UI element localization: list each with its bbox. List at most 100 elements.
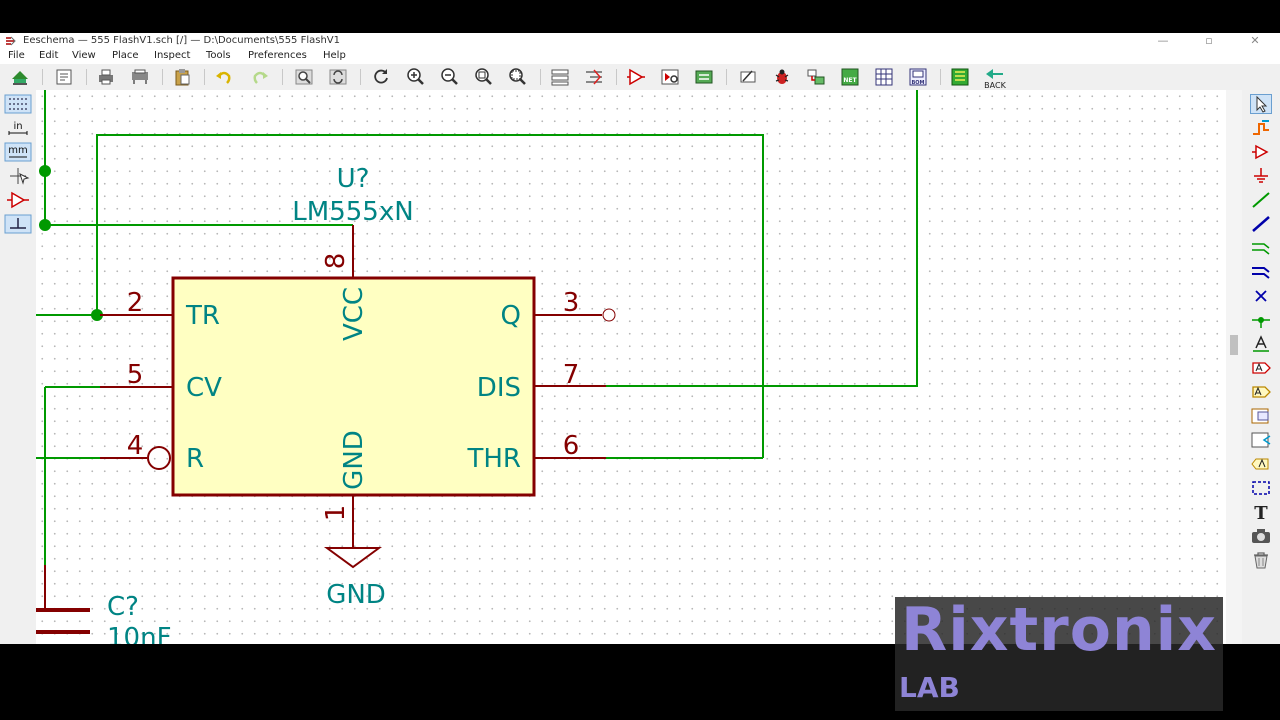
right-toolbar: T [1242, 90, 1280, 644]
gnd-label[interactable]: GND [326, 580, 386, 610]
component-value[interactable]: LM555xN [292, 197, 413, 227]
grid-toggle-icon[interactable] [4, 94, 32, 114]
menu-help[interactable]: Help [323, 50, 346, 61]
add-wire-icon[interactable] [1250, 190, 1272, 210]
import-sheet-pin-icon[interactable] [1250, 430, 1272, 450]
assign-footprints-icon[interactable] [806, 67, 826, 87]
symbol-fields-icon[interactable] [738, 67, 758, 87]
watermark-sub: LAB [899, 671, 960, 704]
add-text-icon[interactable]: T [1250, 502, 1272, 522]
hierarchy-navigator-icon[interactable] [550, 67, 570, 87]
netlist-icon[interactable]: NET [840, 67, 860, 87]
menu-place[interactable]: Place [112, 50, 139, 61]
menu-preferences[interactable]: Preferences [248, 50, 307, 61]
pin-name-cv: CV [186, 373, 222, 403]
bom-table-icon[interactable] [874, 67, 894, 87]
menu-view[interactable]: View [72, 50, 96, 61]
no-connect-icon[interactable] [1250, 286, 1272, 306]
eeschema-window: Eeschema — 555 FlashV1.sch [/] — D:\Docu… [0, 33, 1280, 644]
cap-reference[interactable]: C? [107, 592, 139, 622]
library-browser-icon[interactable] [660, 67, 680, 87]
zoom-out-icon[interactable] [440, 67, 460, 87]
minimize-button[interactable]: — [1157, 34, 1169, 47]
pin-name-r: R [186, 444, 204, 474]
plot-icon[interactable] [130, 67, 150, 87]
highlight-net-icon[interactable] [1250, 118, 1272, 138]
junction-dot [91, 309, 103, 321]
print-icon[interactable] [96, 67, 116, 87]
add-hierarchical-sheet-icon[interactable] [1250, 406, 1272, 426]
netlist-icon-label: NET [843, 77, 857, 84]
add-symbol-icon[interactable] [1250, 142, 1272, 162]
add-label-icon[interactable] [1250, 334, 1272, 354]
menu-edit[interactable]: Edit [39, 50, 59, 61]
pin-number-8: 8 [321, 253, 351, 270]
menu-tools[interactable]: Tools [206, 50, 231, 61]
orthogonal-wires-icon[interactable] [4, 214, 32, 234]
add-junction-icon[interactable] [1250, 310, 1272, 330]
pcbnew-icon[interactable] [950, 67, 970, 87]
find-replace-icon[interactable] [328, 67, 348, 87]
ic-body [171, 276, 536, 497]
add-graphic-lines-icon[interactable] [1250, 478, 1272, 498]
redo-icon[interactable] [250, 67, 270, 87]
left-toolbar: in mm [0, 90, 36, 644]
main-toolbar: NET BOM BACK [0, 64, 1280, 90]
select-tool-icon[interactable] [1250, 94, 1272, 114]
add-hierarchical-label-icon[interactable] [1250, 382, 1272, 402]
title-bar: Eeschema — 555 FlashV1.sch [/] — D:\Docu… [0, 33, 1280, 49]
back-label: BACK [984, 81, 1006, 90]
pin-number-1: 1 [321, 505, 351, 522]
pin-number-5: 5 [127, 360, 144, 390]
back-icon[interactable]: BACK [981, 66, 1009, 90]
watermark-overlay: Rixtronix LAB [895, 595, 1223, 711]
leave-sheet-icon[interactable] [584, 67, 604, 87]
eeschema-app-icon [6, 36, 16, 46]
annotate-icon[interactable] [694, 67, 714, 87]
bus-to-bus-entry-icon[interactable] [1250, 262, 1272, 282]
zoom-selection-icon[interactable] [508, 67, 528, 87]
vertical-scrollbar[interactable] [1226, 90, 1242, 644]
erc-icon[interactable] [772, 67, 792, 87]
units-inches-icon[interactable]: in [4, 118, 32, 138]
zoom-fit-icon[interactable] [474, 67, 494, 87]
pin-name-thr: THR [467, 444, 522, 474]
hidden-pins-icon[interactable] [4, 190, 32, 210]
delete-item-icon[interactable] [1250, 550, 1272, 570]
cursor-shape-icon[interactable] [4, 166, 32, 186]
find-icon[interactable] [294, 67, 314, 87]
wire-to-bus-entry-icon[interactable] [1250, 238, 1272, 258]
paste-icon[interactable] [172, 67, 192, 87]
pin-3-unconnected [602, 308, 616, 322]
units-inches-label: in [13, 121, 22, 132]
units-mm-icon[interactable]: mm [4, 142, 32, 162]
scrollbar-thumb[interactable] [1230, 335, 1238, 355]
add-power-icon[interactable] [1250, 166, 1272, 186]
add-bus-icon[interactable] [1250, 214, 1272, 234]
pin-name-vcc: VCC [339, 287, 369, 341]
window-title: Eeschema — 555 FlashV1.sch [/] — D:\Docu… [23, 35, 341, 46]
menu-inspect[interactable]: Inspect [154, 50, 191, 61]
cap-value[interactable]: 10nF [107, 623, 172, 644]
pin-name-q: Q [501, 301, 521, 331]
undo-icon[interactable] [214, 67, 234, 87]
refresh-icon[interactable] [371, 67, 391, 87]
close-button[interactable]: ✕ [1250, 34, 1260, 47]
schematic-canvas[interactable]: U? LM555xN GND C? 10nF TR CV R Q DIS THR… [36, 90, 1226, 644]
component-reference[interactable]: U? [337, 164, 370, 194]
add-image-icon[interactable] [1250, 526, 1272, 546]
menu-bar: File Edit View Place Inspect Tools Prefe… [0, 49, 1280, 64]
add-global-label-icon[interactable] [1250, 358, 1272, 378]
pin-4-inversion-bubble [147, 446, 171, 470]
menu-file[interactable]: File [8, 50, 25, 61]
library-editor-icon[interactable] [626, 67, 646, 87]
pin-number-2: 2 [127, 288, 144, 318]
bom-icon-label: BOM [911, 80, 924, 86]
add-sheet-pin-icon[interactable] [1250, 454, 1272, 474]
zoom-in-icon[interactable] [406, 67, 426, 87]
page-settings-icon[interactable] [54, 67, 74, 87]
save-icon[interactable] [10, 67, 30, 87]
maximize-button[interactable]: ▫ [1205, 34, 1213, 47]
bom-icon[interactable]: BOM [908, 67, 928, 87]
pin-name-gnd: GND [339, 430, 369, 490]
